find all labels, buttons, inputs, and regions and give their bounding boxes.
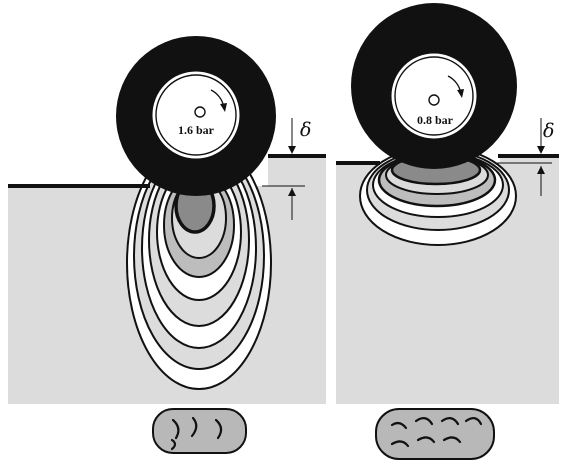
left-pressure-label: 1.6 bar <box>178 123 215 137</box>
left-soil-raised <box>268 156 326 188</box>
right-pressure-label: 0.8 bar <box>417 113 454 127</box>
left-tread-patch <box>152 408 247 454</box>
left-hub-icon <box>194 106 206 118</box>
right-tread-patch <box>375 408 495 460</box>
right-pressure-bulbs <box>359 146 517 246</box>
left-sinkage-dimension <box>262 118 305 220</box>
left-panel: 1.6 bar δ <box>8 36 326 454</box>
right-hub-icon <box>428 94 440 106</box>
left-pressure-bulbs <box>126 136 272 390</box>
left-tire: 1.6 bar <box>116 36 276 196</box>
right-tire: 0.8 bar <box>351 3 517 169</box>
right-sinkage-dimension <box>495 118 552 196</box>
left-rotation-arrowhead-icon <box>220 103 227 112</box>
left-rim-inner-ring <box>155 74 237 156</box>
left-sinkage-symbol: δ <box>300 119 311 141</box>
right-panel: 0.8 bar δ <box>336 3 559 460</box>
right-sinkage-symbol: δ <box>543 120 554 142</box>
right-wheel-rim <box>390 52 478 140</box>
right-rotation-arrowhead-icon <box>457 89 464 98</box>
right-rim-inner-ring <box>394 56 474 136</box>
right-soil-raised <box>500 156 559 166</box>
